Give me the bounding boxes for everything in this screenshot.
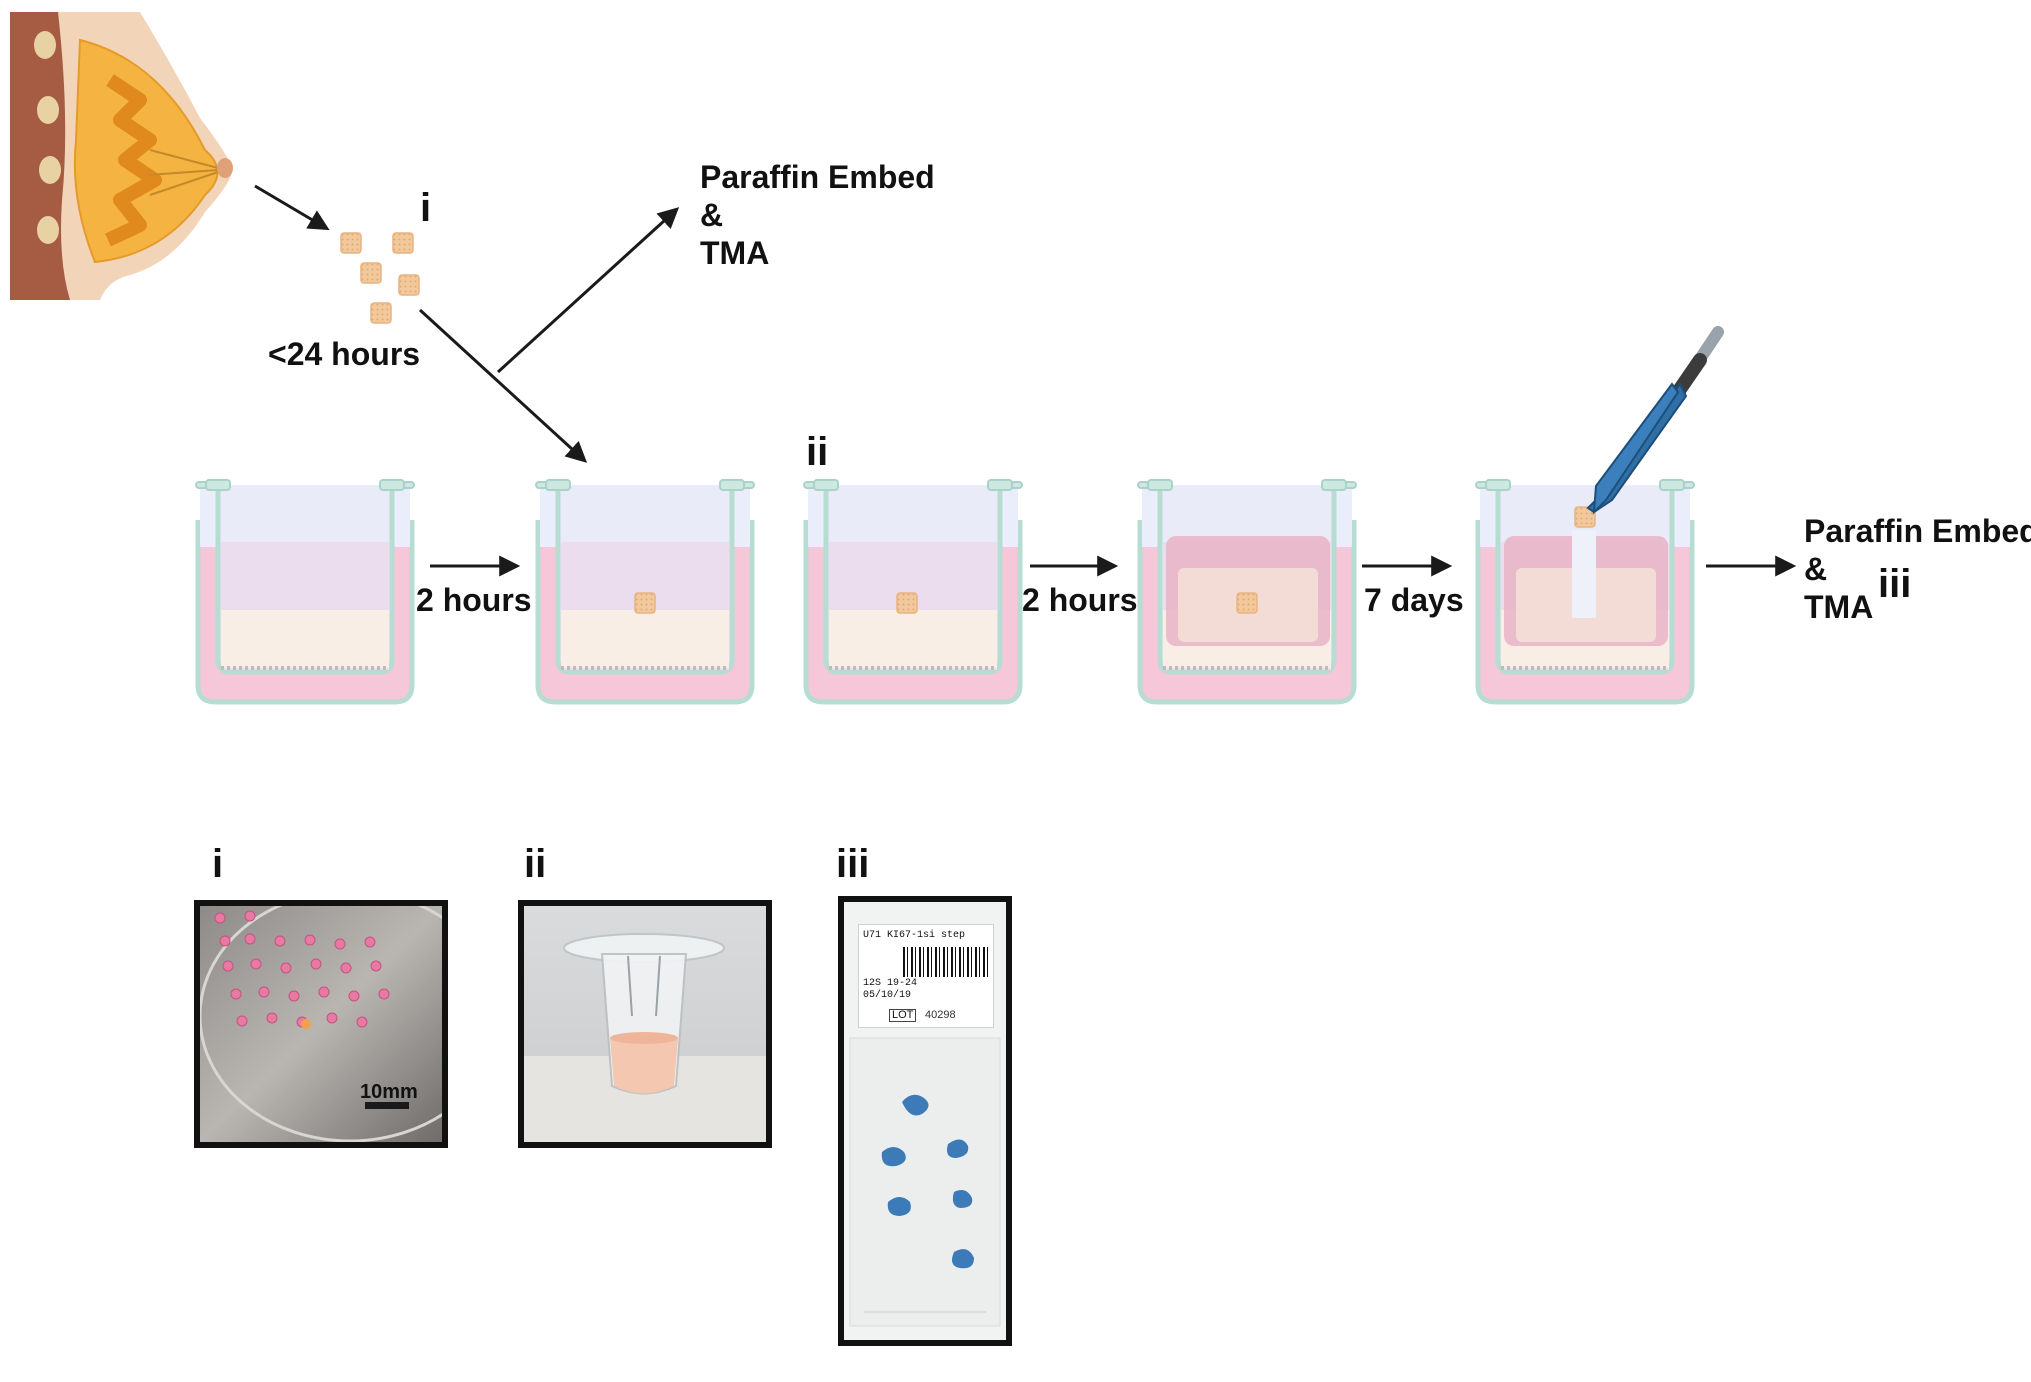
outcome-line: TMA xyxy=(700,235,770,271)
outcome-line: & xyxy=(1804,551,1828,587)
collection-time-label: <24 hours xyxy=(268,336,421,372)
tissue-fragment-icon xyxy=(634,592,656,614)
cultured-processing-label: Paraffin Embed & TMA xyxy=(1804,512,2031,626)
photo-tissue-dish: 10mm xyxy=(194,900,448,1148)
incubation-time-2: 2 hours xyxy=(1022,582,1138,618)
incubation-time-1: 2 hours xyxy=(416,582,532,618)
culture-time: 7 days xyxy=(1364,582,1464,618)
direct-processing-label: Paraffin Embed & TMA xyxy=(700,158,935,272)
outcome-line: & xyxy=(700,197,724,233)
outcome-line: Paraffin Embed xyxy=(1804,513,2031,549)
outcome-line: TMA xyxy=(1804,589,1874,625)
outcome-line: Paraffin Embed xyxy=(700,159,935,195)
photo-glass-slide: U71 KI67-1si step 12S 19-24 05/10/19 LOT… xyxy=(838,896,1012,1346)
slide-title: U71 KI67-1si step xyxy=(863,930,966,941)
lot-number: 40298 xyxy=(925,1009,956,1021)
stained-sections xyxy=(849,1037,1001,1327)
forceps-icon xyxy=(1586,326,1724,515)
flow-arrows xyxy=(254,184,1797,577)
tissue-fragment-icon xyxy=(340,232,420,324)
photo-panel-i-label: i xyxy=(212,842,224,886)
photo-panel-ii-label: ii xyxy=(524,842,547,886)
slide-label: U71 KI67-1si step 12S 19-24 05/10/19 LOT… xyxy=(858,924,994,1028)
step-marker-insert: ii xyxy=(806,430,829,474)
step-marker-harvest: iii xyxy=(1878,562,1912,606)
photo-transwell xyxy=(518,900,772,1148)
tissue-fragment-icon xyxy=(896,592,918,614)
breast-anatomy-icon xyxy=(10,12,233,300)
barcode-icon xyxy=(903,947,989,977)
slide-date: 05/10/19 xyxy=(863,990,912,1001)
scale-bar-label: 10mm xyxy=(360,1081,418,1103)
step-marker-tissue: i xyxy=(420,186,432,230)
tissue-fragment-icon xyxy=(1236,592,1258,614)
slide-id: 12S 19-24 xyxy=(863,978,918,989)
lot-badge: LOT xyxy=(889,1009,917,1022)
photo-panel-iii-label: iii xyxy=(836,842,870,886)
